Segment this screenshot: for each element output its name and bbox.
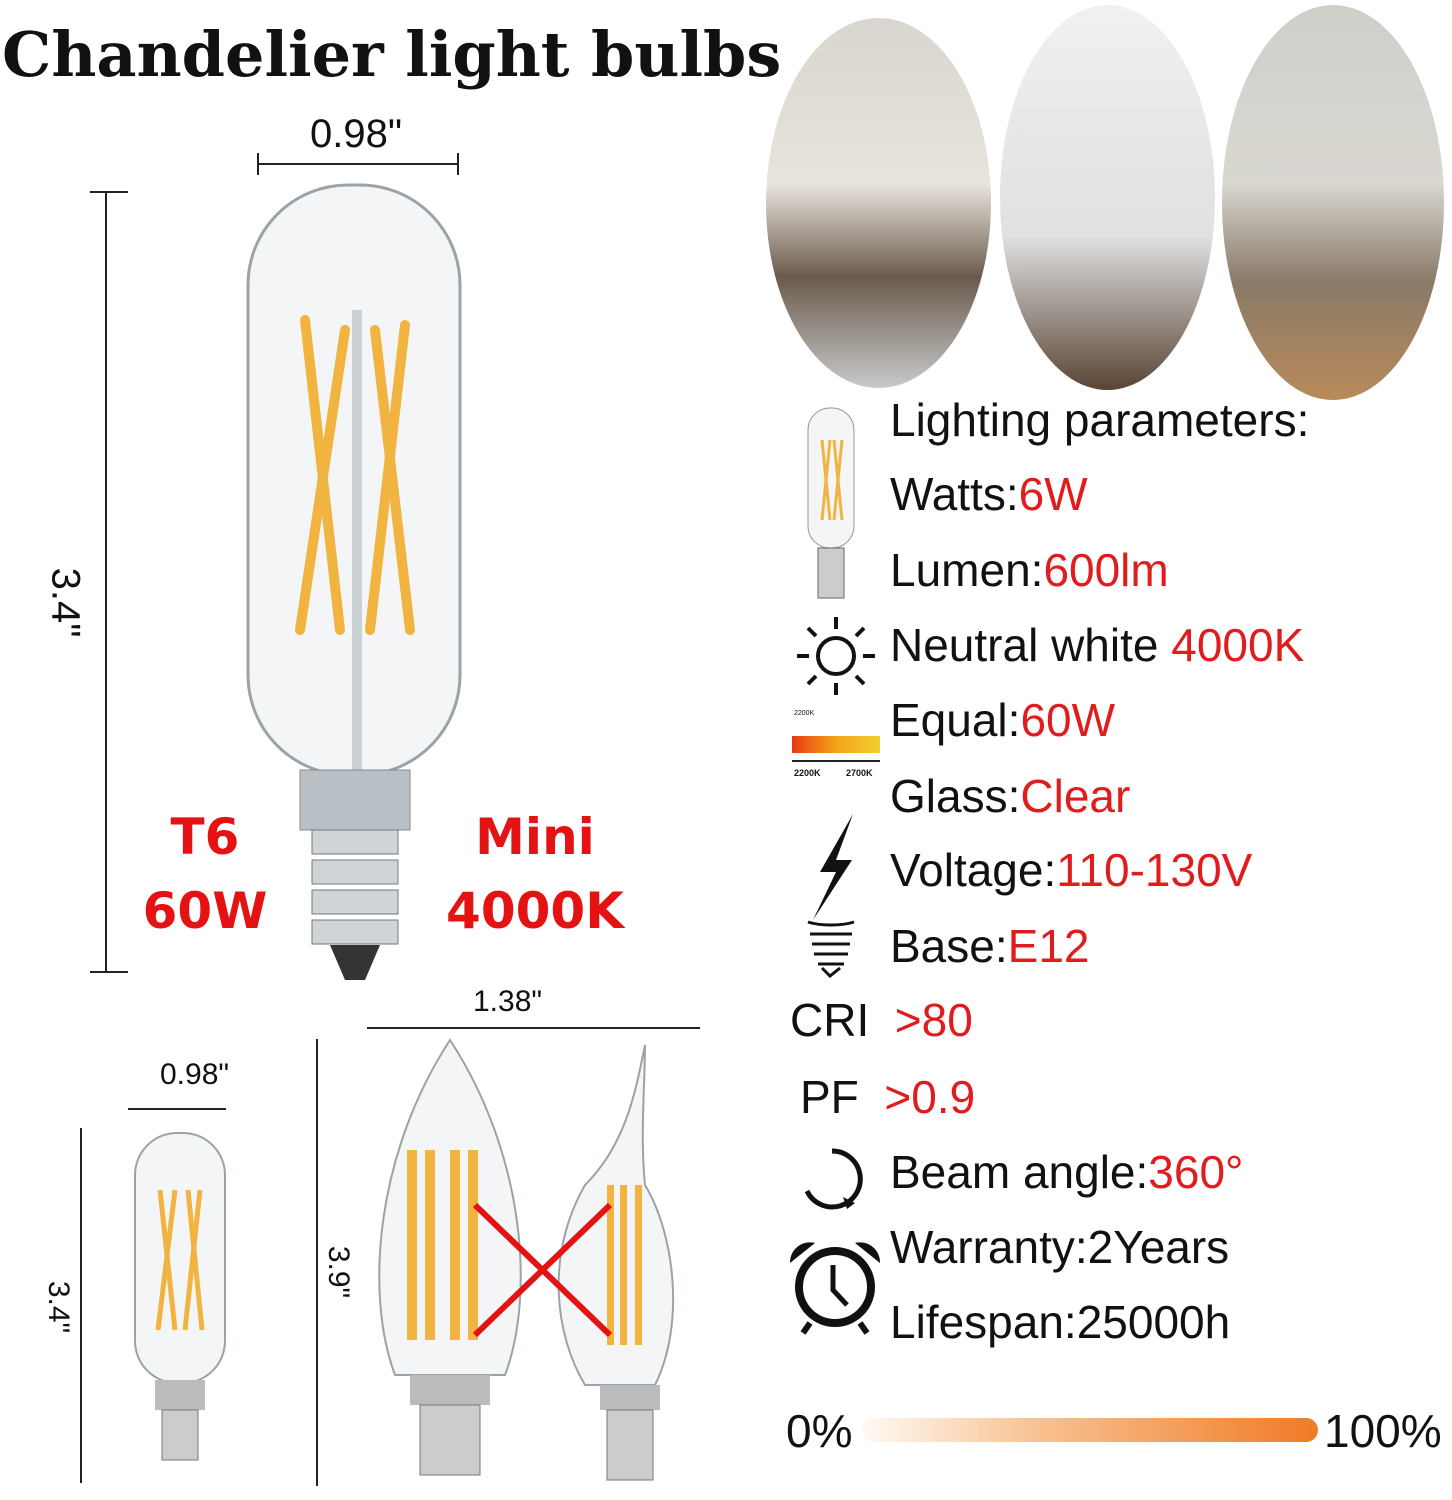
dim-tick [90, 971, 128, 973]
bulb-base-icon [807, 920, 855, 978]
spec-base: Base:E12 [890, 920, 1090, 972]
sun-icon [797, 617, 875, 695]
color-temp-axis [792, 760, 880, 762]
spec-value: 360° [1148, 1146, 1244, 1198]
spec-label: Equal: [890, 694, 1021, 746]
bulb-shape-label: T6 [170, 808, 240, 866]
dining-room-photo [1222, 5, 1444, 400]
lightning-icon [813, 814, 853, 920]
dim-tick [257, 153, 259, 175]
main-height-label: 3.4" [43, 567, 88, 638]
bulb-type-labels: T6 60W [130, 800, 280, 948]
spec-value: >0.9 [884, 1071, 976, 1123]
spec-label: Lumen: [890, 544, 1044, 596]
color-temp-gradient [792, 736, 880, 753]
dim-tick [90, 191, 128, 193]
color-temp-tick: 2700K [846, 768, 873, 778]
alarm-clock-icon [789, 1242, 881, 1335]
spec-value: 60W [1020, 694, 1116, 746]
spec-watts: Watts:6W [890, 468, 1088, 520]
small-height-label: 3.4" [42, 1280, 76, 1334]
color-temp-top-label: 2200K [794, 710, 815, 717]
spec-beam-angle: Beam angle:360° [890, 1146, 1243, 1198]
spec-lumen: Lumen:600lm [890, 544, 1169, 596]
size-label: Mini [475, 808, 595, 866]
candle-bulbs-crossed-image [378, 1038, 675, 1481]
candle-width-label: 1.38" [473, 985, 543, 1018]
height-dimension-line [105, 191, 107, 973]
color-temp-label: 4000K [446, 882, 624, 940]
spec-value: 4000K [1171, 619, 1305, 671]
dimmer-min-label: 0% [786, 1405, 853, 1457]
color-temp-icon: 2200K 2200K 2700K [790, 708, 882, 783]
dim-line [128, 1108, 226, 1110]
living-room-photo [766, 18, 991, 388]
main-width-label: 0.98" [310, 112, 403, 156]
spec-equal: Equal:60W [890, 694, 1115, 746]
spec-label: Base: [890, 920, 1008, 972]
dim-line [80, 1128, 82, 1483]
spec-label: Neutral white [890, 619, 1172, 671]
bulb-feature-labels: Mini 4000K [430, 800, 640, 948]
equivalent-watt-label: 60W [142, 882, 268, 940]
kitchen-photo [1000, 5, 1215, 390]
small-bulb-image [134, 1132, 226, 1461]
dim-tick [457, 153, 459, 175]
t6-bulb-image [246, 183, 462, 980]
spec-color-temp: Neutral white 4000K [890, 619, 1304, 671]
spec-value: >80 [894, 994, 973, 1046]
spec-voltage: Voltage:110-130V [890, 844, 1252, 896]
spec-lifespan: Lifespan:25000h [890, 1296, 1231, 1348]
spec-label: PF [800, 1071, 885, 1123]
spec-cri: CRI >80 [790, 994, 973, 1046]
page-title: Chandelier light bulbs [2, 18, 782, 91]
spec-label: Beam angle: [890, 1146, 1149, 1198]
spec-label: Voltage: [890, 844, 1057, 896]
specs-heading: Lighting parameters: [890, 394, 1310, 446]
spec-label: CRI [790, 994, 895, 1046]
spec-value: E12 [1007, 920, 1090, 972]
spec-value: 6W [1018, 468, 1088, 520]
dimmer-max-label: 100% [1324, 1405, 1442, 1457]
dim-line [316, 1039, 318, 1486]
candle-height-label: 3.9" [322, 1245, 356, 1299]
spec-value: Clear [1020, 770, 1131, 822]
spec-pf: PF >0.9 [800, 1071, 975, 1123]
spec-label: Watts: [890, 468, 1019, 520]
small-width-label: 0.98" [160, 1058, 230, 1091]
width-dimension-line [257, 163, 459, 165]
beam-angle-icon [804, 1148, 863, 1210]
spec-value: 600lm [1043, 544, 1169, 596]
spec-label: Glass: [890, 770, 1021, 822]
color-temp-tick: 2200K [794, 768, 821, 778]
dimmer-gradient-bar [862, 1418, 1318, 1442]
bulb-icon [807, 407, 855, 599]
spec-glass: Glass:Clear [890, 770, 1130, 822]
spec-warranty: Warranty:2Years [890, 1221, 1230, 1273]
dim-line [367, 1027, 700, 1029]
spec-value: 110-130V [1056, 844, 1253, 896]
